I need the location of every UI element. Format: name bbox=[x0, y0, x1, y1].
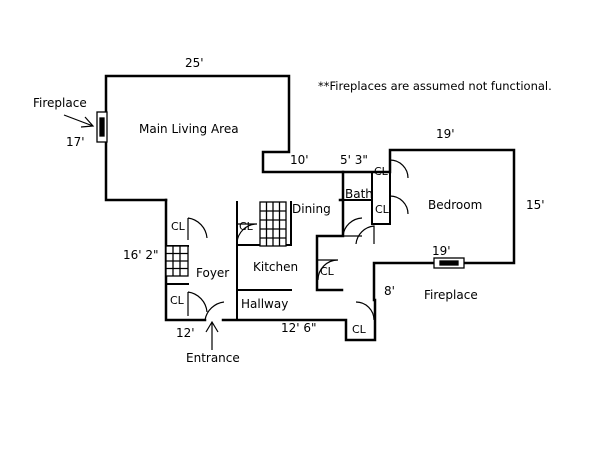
door-swings bbox=[187, 159, 409, 321]
door-swing-bedroom bbox=[355, 225, 375, 245]
dim-bath-width: 5' 3" bbox=[340, 153, 368, 167]
closet-label-bath-top: CL bbox=[374, 165, 389, 178]
dim-hall-height: 8' bbox=[384, 284, 395, 298]
foyer-builtin bbox=[165, 245, 189, 277]
closet-label-foyer-bottom: CL bbox=[170, 294, 185, 307]
dim-living-step: 10' bbox=[290, 153, 309, 167]
closet-label-bath-bottom: CL bbox=[375, 203, 390, 216]
closet-label-kitchen: CL bbox=[239, 220, 254, 233]
dim-foyer-height: 16' 2" bbox=[123, 248, 159, 262]
door-swing-bath-closet-top bbox=[389, 159, 409, 179]
dim-living-width: 25' bbox=[185, 56, 204, 70]
dim-foyer-width: 12' bbox=[176, 326, 195, 340]
arrow-fireplace-left bbox=[63, 114, 95, 128]
room-label-bedroom: Bedroom bbox=[428, 198, 482, 212]
closet-label-lower: CL bbox=[352, 323, 367, 336]
room-label-hallway: Hallway bbox=[241, 297, 288, 311]
fireplace-left-symbol bbox=[96, 111, 108, 143]
closet-label-hall: CL bbox=[320, 265, 335, 278]
dim-hallway-width: 12' 6" bbox=[281, 321, 317, 335]
bath-walls bbox=[342, 171, 391, 225]
dining-builtin bbox=[259, 201, 287, 247]
closet-label-foyer-top: CL bbox=[171, 220, 186, 233]
door-swing-hall-closet bbox=[317, 259, 339, 281]
dim-bedroom-width-top: 19' bbox=[436, 127, 455, 141]
living-area-walls bbox=[104, 74, 345, 202]
door-swing-foyer-closet-bottom bbox=[187, 291, 208, 316]
door-swing-foyer-closet-top bbox=[187, 217, 208, 240]
arrows bbox=[63, 114, 219, 350]
room-label-main-living: Main Living Area bbox=[139, 122, 239, 136]
door-swing-bath bbox=[342, 217, 363, 237]
builtin-grids bbox=[165, 201, 287, 277]
dim-bedroom-height: 15' bbox=[526, 198, 545, 212]
room-label-kitchen: Kitchen bbox=[253, 260, 298, 274]
fireplace-symbols bbox=[96, 111, 465, 269]
dim-living-height: 17' bbox=[66, 135, 85, 149]
fireplace-right-label: Fireplace bbox=[424, 288, 478, 302]
entrance-label: Entrance bbox=[186, 351, 240, 365]
door-swing-kitchen-closet bbox=[236, 223, 258, 244]
bath-block-walls bbox=[315, 148, 516, 302]
arrow-entrance bbox=[205, 320, 219, 350]
door-swing-bath-closet-bottom bbox=[389, 195, 409, 215]
room-label-bath: Bath bbox=[345, 187, 373, 201]
door-swing-lower-closet bbox=[355, 301, 375, 321]
foyer-walls bbox=[164, 198, 377, 342]
room-label-dining: Dining bbox=[292, 202, 331, 216]
door-swing-entrance bbox=[204, 301, 225, 321]
room-label-foyer: Foyer bbox=[196, 266, 229, 280]
dim-bedroom-width-bottom: 19' bbox=[432, 244, 451, 258]
fireplace-right-symbol bbox=[433, 257, 465, 269]
fireplace-left-label: Fireplace bbox=[33, 96, 87, 110]
fireplace-note: **Fireplaces are assumed not functional. bbox=[318, 79, 552, 93]
